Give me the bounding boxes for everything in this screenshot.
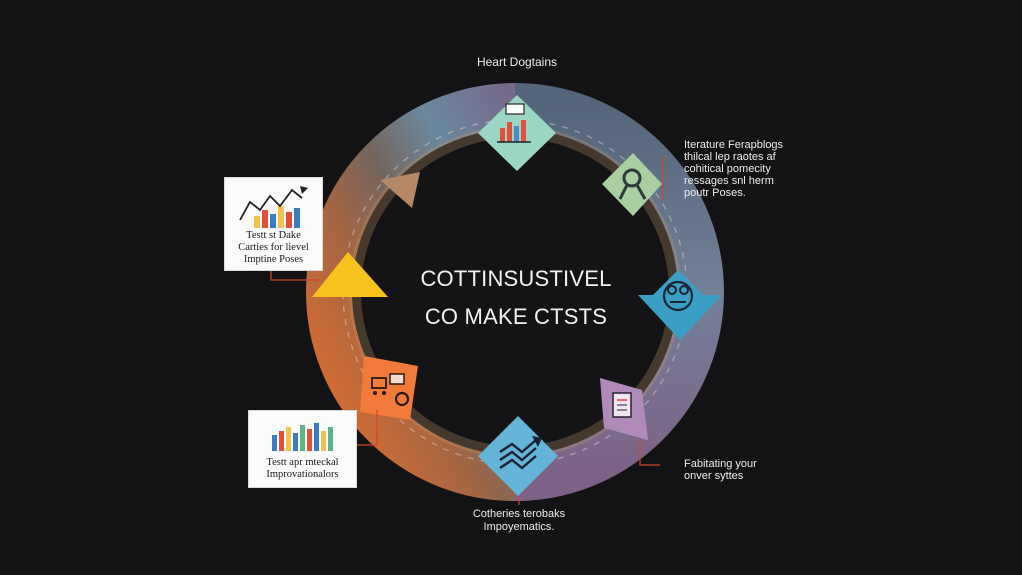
leader-right-bottom <box>639 440 660 466</box>
cart-gear-icon <box>371 373 410 407</box>
ribbon-icon <box>618 168 647 200</box>
yellow-arrow <box>312 252 388 297</box>
bar-chart-icon <box>497 103 531 143</box>
label-right-top: Iterature Ferapblogs thilcal lep raotes … <box>684 139 784 199</box>
leader-left-top <box>270 270 320 281</box>
label-bottom: Cotheries terobaks Impoyematics. <box>472 508 566 533</box>
card-left-bottom: Testt apr mteckal Improvationalors <box>248 410 357 488</box>
people-circle-icon <box>662 280 694 312</box>
center-disc <box>365 142 665 442</box>
ring-right-segment <box>514 83 724 501</box>
bar-chart-icon <box>272 423 333 451</box>
marker-top-right <box>602 153 662 216</box>
label-right-bottom: Fabitating your onver syttes <box>684 458 757 482</box>
card-left-top: Testt st Dake Carties for lievel Imptine… <box>224 177 323 271</box>
marker-bottom-right <box>600 378 648 440</box>
tan-arrow <box>380 172 420 208</box>
marker-top <box>478 95 556 171</box>
leader-left-bottom <box>355 410 378 446</box>
label-top: Heart Dogtains <box>476 55 558 69</box>
center-title-line2: CO MAKE CTSTS <box>424 304 608 329</box>
line-bar-chart-icon <box>239 186 308 228</box>
marker-left <box>360 356 418 420</box>
marker-right <box>652 270 704 322</box>
document-icon <box>612 392 632 418</box>
center-title-line1: COTTINSUSTIVEL <box>420 266 612 291</box>
marker-bottom <box>478 416 558 496</box>
trend-arrow-icon <box>499 436 542 470</box>
